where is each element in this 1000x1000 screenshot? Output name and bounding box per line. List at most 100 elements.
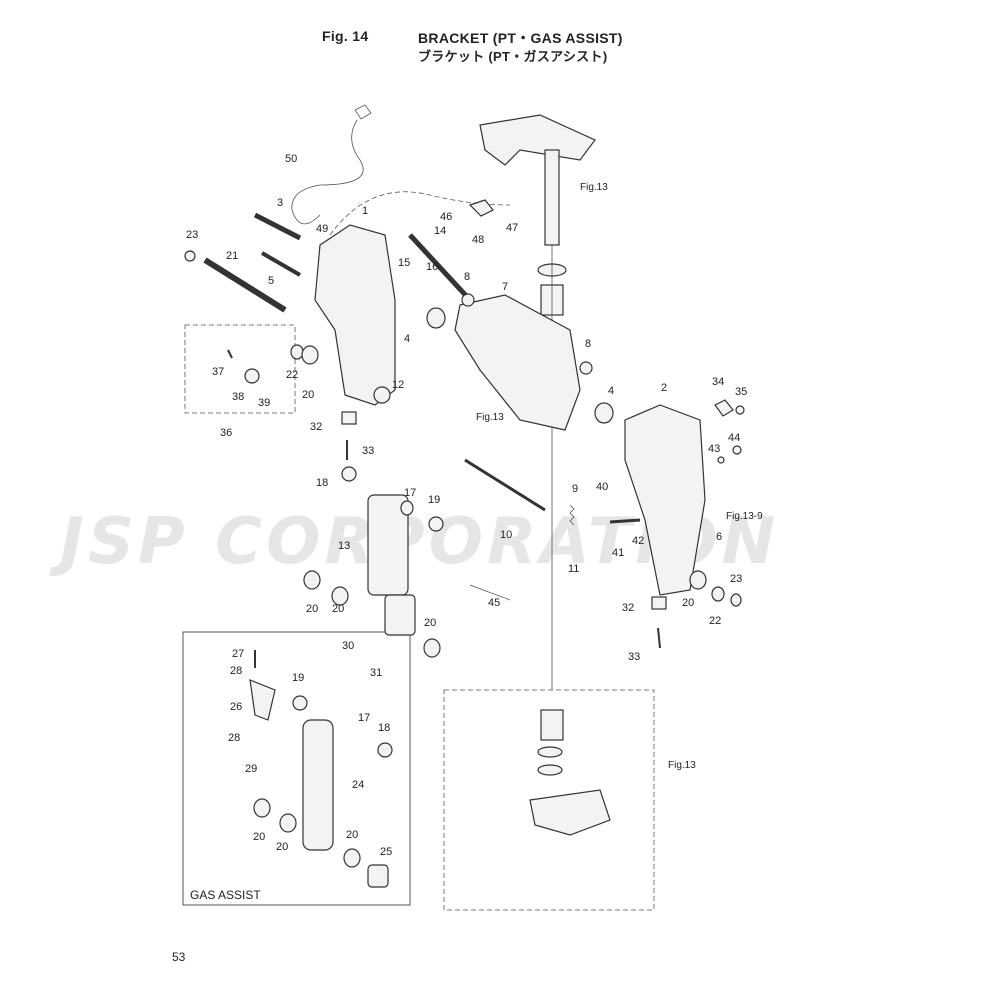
pin-5 (260, 251, 302, 277)
figure-reference: Fig.13-9 (726, 511, 763, 522)
callout-label: 20 (332, 603, 344, 615)
bushing-20-gas-c (343, 848, 361, 868)
callout-label: 4 (404, 333, 410, 345)
callout-label: 13 (338, 540, 350, 552)
callout-label: 45 (488, 597, 500, 609)
shaft-21 (203, 257, 287, 313)
rod-10 (464, 458, 546, 512)
callout-label: 24 (352, 779, 364, 791)
bolt-37 (227, 349, 233, 359)
pin-43 (717, 456, 725, 464)
washer-38 (244, 368, 260, 384)
figure-reference: Fig.13 (580, 182, 608, 193)
bushing-4-right (594, 402, 614, 424)
callout-label: 41 (612, 547, 624, 559)
spring-9 (569, 504, 575, 526)
bolt-14 (408, 233, 472, 302)
bushing-20-right (689, 570, 707, 590)
bracket-left-boss (373, 386, 391, 404)
washer-8-upper (461, 293, 475, 307)
figure-reference: Fig.13 (668, 760, 696, 771)
callout-label: 30 (342, 640, 354, 652)
callout-label: 20 (682, 597, 694, 609)
washer-lower-b (537, 764, 563, 776)
nut-44 (732, 445, 742, 455)
bushing-20-gas-a (253, 798, 271, 818)
clip-34 (714, 399, 734, 417)
callout-label: 23 (186, 229, 198, 241)
callout-label: 14 (434, 225, 446, 237)
callout-label: 46 (440, 211, 452, 223)
callout-label: 38 (232, 391, 244, 403)
trim-cylinder-base (384, 594, 416, 636)
callout-label: 21 (226, 250, 238, 262)
callout-label: 25 (380, 846, 392, 858)
gas-damper-24 (302, 719, 334, 851)
subassembly-frame-36 (184, 324, 296, 414)
callout-label: 40 (596, 481, 608, 493)
callout-label: 17 (404, 487, 416, 499)
bushing-20-a (303, 570, 321, 590)
callout-label: 20 (276, 841, 288, 853)
callout-label: 29 (245, 763, 257, 775)
callout-label: 2 (661, 382, 667, 394)
callout-label: 33 (628, 651, 640, 663)
wire-45 (469, 584, 511, 601)
figure-number: Fig. 14 (322, 28, 369, 44)
callout-label: 7 (502, 281, 508, 293)
ring-23-right (730, 593, 742, 607)
callout-label: 27 (232, 648, 244, 660)
bracket-right (624, 404, 706, 596)
callout-label: 10 (500, 529, 512, 541)
callout-label: 49 (316, 223, 328, 235)
callout-label: 31 (370, 667, 382, 679)
bushing-18-gas (377, 742, 393, 758)
block-32-right (651, 596, 667, 610)
callout-label: 23 (730, 573, 742, 585)
callout-label: 42 (632, 535, 644, 547)
figure-title: BRACKET (PT・GAS ASSIST) (418, 30, 623, 46)
callout-label: 20 (306, 603, 318, 615)
bolt-33-right (657, 627, 661, 649)
callout-label: 22 (286, 369, 298, 381)
bolt-3 (253, 212, 302, 241)
bushing-lower (540, 709, 564, 741)
bracket-26 (249, 679, 276, 721)
screw-35 (735, 405, 745, 415)
callout-label: 47 (506, 222, 518, 234)
callout-label: 8 (464, 271, 470, 283)
figure-title-japanese: ブラケット (PT・ガスアシスト) (418, 49, 608, 64)
bushing-18 (341, 466, 357, 482)
bushing-20-left (301, 345, 319, 365)
callout-label: 3 (277, 197, 283, 209)
callout-label: 19 (428, 494, 440, 506)
block-32 (341, 411, 357, 425)
washer-8-right (579, 361, 593, 375)
callout-label: 33 (362, 445, 374, 457)
bushing-19-gas (292, 695, 308, 711)
fig13-frame (443, 689, 655, 911)
callout-label: 5 (268, 275, 274, 287)
swivel-bracket (454, 294, 581, 431)
callout-label: 15 (398, 257, 410, 269)
wire-harness (291, 119, 364, 225)
callout-label: 39 (258, 397, 270, 409)
callout-label: 20 (346, 829, 358, 841)
callout-label: 20 (253, 831, 265, 843)
clamp-46 (468, 199, 494, 217)
callout-label: 4 (608, 385, 614, 397)
bolt-41 (609, 518, 641, 524)
bushing-20-c (423, 638, 441, 658)
callout-label: 32 (622, 602, 634, 614)
connector (354, 104, 372, 120)
callout-label: 9 (572, 483, 578, 495)
gas-assist-frame (182, 631, 411, 906)
figure-reference: Fig.13 (476, 412, 504, 423)
callout-label: 20 (424, 617, 436, 629)
steering-yoke-lower (529, 789, 611, 836)
callout-label: 32 (310, 421, 322, 433)
bushing-20-b (331, 586, 349, 606)
callout-label: 20 (302, 389, 314, 401)
callout-label: 28 (228, 732, 240, 744)
